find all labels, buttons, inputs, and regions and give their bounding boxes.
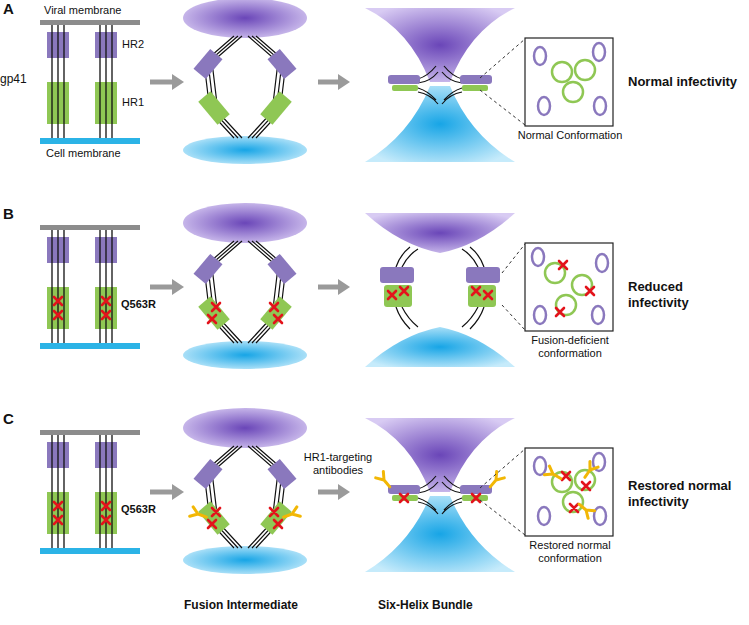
domain-label: HR2 (122, 38, 144, 51)
outcome-label: Restored normal infectivity (628, 478, 744, 509)
conformation-label: Restored normal conformation (512, 539, 628, 565)
mutation-label: Q563R (121, 298, 156, 311)
protein-name: gp41 (0, 72, 27, 86)
membrane-label: Cell membrane (46, 147, 121, 160)
stage-label: Six-Helix Bundle (378, 598, 473, 612)
conformation-label: Normal Conformation (512, 129, 628, 142)
panel-letter: C (3, 410, 14, 428)
conformation-label: Fusion-deficient conformation (512, 334, 628, 360)
mutation-label: Q563R (121, 503, 156, 516)
panel-letter: A (3, 0, 14, 18)
stage-label: Fusion Intermediate (184, 598, 298, 612)
panel-letter: B (3, 205, 14, 223)
domain-label: HR1 (122, 96, 144, 109)
outcome-label: Reduced infectivity (628, 279, 744, 310)
treatment-label: HR1-targeting antibodies (298, 451, 378, 477)
outcome-label: Normal infectivity (628, 74, 744, 90)
membrane-label: Viral membrane (44, 4, 121, 17)
